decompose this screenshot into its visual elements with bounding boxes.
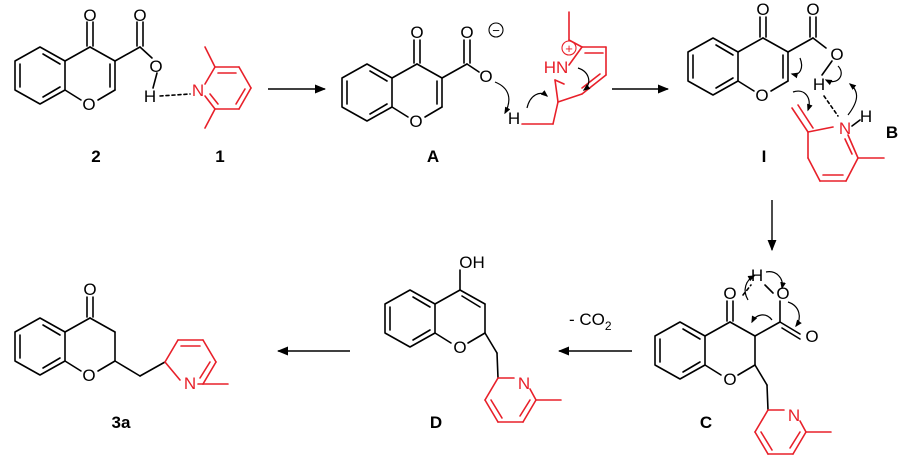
lutidine-3a: [164, 339, 229, 385]
atom-o: O: [133, 6, 146, 25]
compound-label-i: I: [762, 147, 767, 166]
atom-o: O: [776, 284, 789, 303]
atom-o: O: [805, 327, 818, 346]
lutidine-d: [484, 377, 562, 423]
atom-n: N: [518, 374, 530, 393]
intermediate-i: O O O O H N H: [687, 0, 885, 182]
compound-label-2: 2: [91, 147, 100, 166]
chromone-acid: [687, 16, 833, 96]
atom-h: H: [860, 107, 872, 126]
intermediate-a: O O O O − H HN +: [341, 11, 607, 131]
atom-o: O: [82, 366, 95, 385]
atom-o: O: [149, 57, 162, 76]
compound-label-d: D: [430, 413, 442, 432]
dihydropyridine-b: [791, 104, 885, 182]
atom-o: O: [755, 86, 768, 105]
atom-oh: OH: [459, 253, 485, 272]
curly-arrow: [577, 67, 591, 91]
curly-arrow: [787, 301, 802, 328]
hydrogen-bond: [742, 284, 752, 296]
hydrogen-bond: [823, 95, 839, 117]
atom-o: O: [82, 95, 95, 114]
negative-charge-icon: [488, 22, 504, 38]
compound-label-3a: 3a: [112, 413, 131, 432]
charge-sign: +: [565, 41, 573, 56]
curly-arrow: [765, 271, 786, 290]
curly-arrow: [751, 314, 773, 324]
curly-arrow: [494, 81, 511, 115]
chromanone: [14, 296, 166, 377]
positive-charge-icon: [561, 40, 577, 56]
atom-h: H: [813, 75, 825, 94]
decarboxylation-note: - CO2: [569, 310, 612, 333]
oh-bond: [764, 284, 774, 294]
curly-arrow: [790, 57, 803, 79]
atom-h: H: [144, 87, 156, 106]
atom-o: O: [806, 0, 819, 19]
charge-sign: −: [492, 23, 500, 38]
atom-o: O: [410, 23, 423, 42]
chromanone-acid: [654, 300, 801, 411]
atom-o: O: [723, 284, 736, 303]
nh-bond: [851, 119, 861, 127]
compound-label-1: 1: [215, 147, 224, 166]
atom-n: N: [839, 119, 851, 138]
chromenol: [384, 269, 499, 379]
compound-label-a: A: [427, 147, 439, 166]
compound-2-and-1: O O O O H N: [14, 6, 252, 129]
hydrogen-bond: [159, 93, 191, 97]
chromone-carboxylate: [341, 39, 480, 122]
atom-o-minus: O: [479, 67, 492, 86]
atom-n: N: [184, 374, 196, 393]
product-3a: O O N: [14, 280, 229, 393]
intermediate-c: O O O O H N: [654, 266, 832, 455]
atom-o: O: [409, 112, 422, 131]
atom-hn: HN: [544, 58, 569, 77]
atom-n: N: [788, 406, 800, 425]
atom-o: O: [830, 45, 843, 64]
curly-arrow: [744, 275, 756, 301]
note-text: - CO: [569, 310, 605, 329]
compound-label-b: B: [886, 123, 898, 142]
atom-o: O: [723, 370, 736, 389]
intermediate-d: OH O N: [384, 253, 562, 423]
note-subscript: 2: [605, 319, 612, 333]
atom-n: N: [192, 81, 204, 100]
atom-o: O: [460, 23, 473, 42]
atom-h: H: [751, 266, 763, 285]
atom-o: O: [83, 6, 96, 25]
lutidine-1: [204, 46, 252, 129]
atom-o: O: [453, 338, 466, 357]
atom-o: O: [756, 0, 769, 19]
chromone-2: [14, 21, 158, 105]
lutidine-c: [754, 409, 832, 455]
curly-arrow: [847, 83, 858, 116]
curly-arrow: [824, 65, 842, 86]
curly-arrow: [526, 90, 549, 109]
curly-arrow: [792, 90, 813, 112]
atom-o: O: [83, 280, 96, 299]
compound-label-c: C: [700, 413, 712, 432]
atom-h: H: [508, 109, 520, 128]
